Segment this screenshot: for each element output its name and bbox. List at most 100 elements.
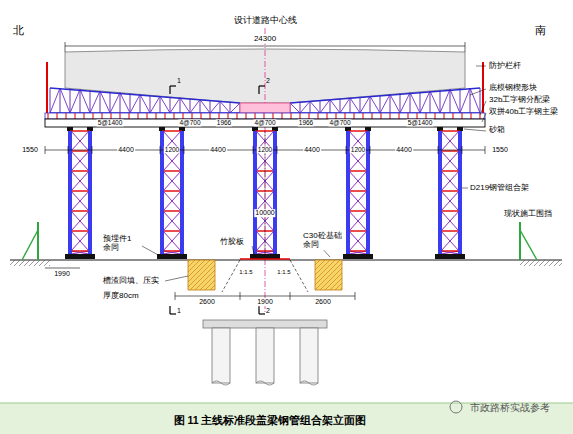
distribution-beam bbox=[327, 113, 328, 119]
dimension-tick bbox=[175, 292, 176, 300]
column-base bbox=[435, 254, 465, 259]
distribution-beam bbox=[363, 113, 364, 119]
column-tie bbox=[70, 190, 90, 191]
distribution-beam bbox=[93, 113, 94, 119]
wedge-truss-diagonal bbox=[200, 100, 210, 113]
dimension: 2600 bbox=[198, 298, 216, 306]
part-name: 砂箱 bbox=[489, 126, 505, 135]
wedge-truss-post bbox=[160, 96, 161, 113]
section-mark bbox=[170, 313, 176, 314]
column-bracing bbox=[441, 231, 459, 251]
column-tie bbox=[348, 230, 368, 231]
column-bracing bbox=[163, 211, 181, 231]
dimension: 4@700 bbox=[328, 119, 351, 126]
wedge-truss-post bbox=[170, 97, 171, 113]
column-bracing bbox=[441, 251, 459, 254]
column-bracing bbox=[71, 211, 89, 231]
column-bracing bbox=[349, 251, 367, 254]
column-tie bbox=[70, 250, 90, 251]
main-beam bbox=[45, 119, 485, 127]
wedge-truss-post bbox=[370, 96, 371, 113]
column-tie bbox=[440, 130, 460, 131]
wedge-truss-post bbox=[210, 100, 211, 113]
section-mark bbox=[258, 86, 259, 94]
backfill-zone bbox=[315, 260, 342, 290]
leader-line bbox=[462, 188, 468, 189]
steel-pipe bbox=[88, 131, 92, 254]
column-bracing bbox=[163, 211, 181, 231]
dimension: 4400 bbox=[303, 146, 321, 154]
leader-line bbox=[480, 101, 486, 115]
wedge-truss-diagonal bbox=[360, 96, 370, 113]
dimension-tick bbox=[65, 42, 66, 52]
section-mark bbox=[258, 306, 259, 314]
part-name: 预埋件1 余同 bbox=[103, 235, 139, 253]
wedge-truss-diagonal bbox=[100, 91, 110, 113]
dimension-tick bbox=[346, 146, 347, 154]
column-tie bbox=[70, 210, 90, 211]
distribution-beam bbox=[462, 113, 463, 119]
dimension-tick bbox=[370, 146, 371, 154]
excavation-slope bbox=[222, 260, 240, 292]
column-tie bbox=[162, 130, 182, 131]
distribution-beam bbox=[273, 113, 274, 119]
column-bracing bbox=[349, 211, 367, 231]
ground-hatch bbox=[520, 260, 562, 266]
wedge-truss-diagonal bbox=[210, 101, 220, 113]
column-tie bbox=[348, 250, 368, 251]
wedge-truss-diagonal bbox=[80, 89, 90, 113]
dimension-tick bbox=[253, 146, 254, 154]
dimension: 1200 bbox=[164, 146, 180, 153]
steel-pipe bbox=[68, 131, 72, 254]
wedge-truss-diagonal bbox=[140, 94, 150, 113]
column-bracing bbox=[163, 251, 181, 254]
distribution-beam bbox=[318, 113, 319, 119]
column-bracing bbox=[71, 231, 89, 251]
dimension-tick bbox=[92, 146, 93, 154]
column-bracing bbox=[163, 191, 181, 211]
wedge-truss-diagonal bbox=[110, 93, 120, 113]
part-name: 厚度80cm bbox=[103, 292, 139, 301]
column-bracing bbox=[71, 171, 89, 191]
wedge-truss-post bbox=[340, 99, 341, 113]
figure-caption: 图 11 主线标准段盖梁钢管组合架立面图 bbox=[174, 415, 367, 427]
dimension-line bbox=[175, 296, 355, 297]
distribution-beam bbox=[390, 113, 391, 119]
leader-line bbox=[470, 89, 486, 95]
dimension-tick bbox=[184, 146, 185, 154]
wedge-truss-chord bbox=[50, 88, 240, 103]
leader-line bbox=[142, 246, 160, 256]
wedge-truss-diagonal bbox=[350, 98, 360, 113]
wedge-truss-diagonal bbox=[430, 91, 440, 113]
bamboo-plywood bbox=[240, 258, 290, 260]
column-bracing bbox=[441, 251, 459, 254]
dimension: 5@1400 bbox=[97, 119, 124, 126]
wedge-truss-post bbox=[440, 90, 441, 113]
distribution-beam bbox=[183, 113, 184, 119]
distribution-beam bbox=[435, 113, 436, 119]
column-bracing bbox=[349, 231, 367, 251]
dimension: 4400 bbox=[395, 146, 413, 154]
dimension-tick bbox=[277, 146, 278, 154]
guardrail-post bbox=[482, 62, 484, 113]
distribution-beam-row bbox=[45, 113, 485, 119]
column-bracing bbox=[71, 151, 89, 171]
wedge-truss-post bbox=[190, 99, 191, 113]
column-tie bbox=[70, 170, 90, 171]
pile-break bbox=[256, 381, 274, 385]
direction-label: 南 bbox=[535, 24, 546, 36]
part-name: D219钢管组合架 bbox=[470, 184, 529, 193]
part-name: 防护栏杆 bbox=[489, 62, 521, 71]
column-base bbox=[157, 254, 187, 259]
wedge-truss-diagonal bbox=[440, 89, 450, 113]
dimension: 4400 bbox=[117, 146, 135, 154]
backfill-zone bbox=[188, 260, 215, 290]
wedge-truss-diagonal bbox=[320, 100, 330, 113]
wedge-truss-post bbox=[460, 88, 461, 113]
dimension-tick bbox=[438, 146, 439, 154]
dimension: 4@700 bbox=[253, 119, 276, 126]
column-bracing bbox=[349, 171, 367, 191]
pile-cap bbox=[203, 320, 327, 328]
leader-line bbox=[482, 113, 486, 122]
column-bracing bbox=[441, 171, 459, 191]
